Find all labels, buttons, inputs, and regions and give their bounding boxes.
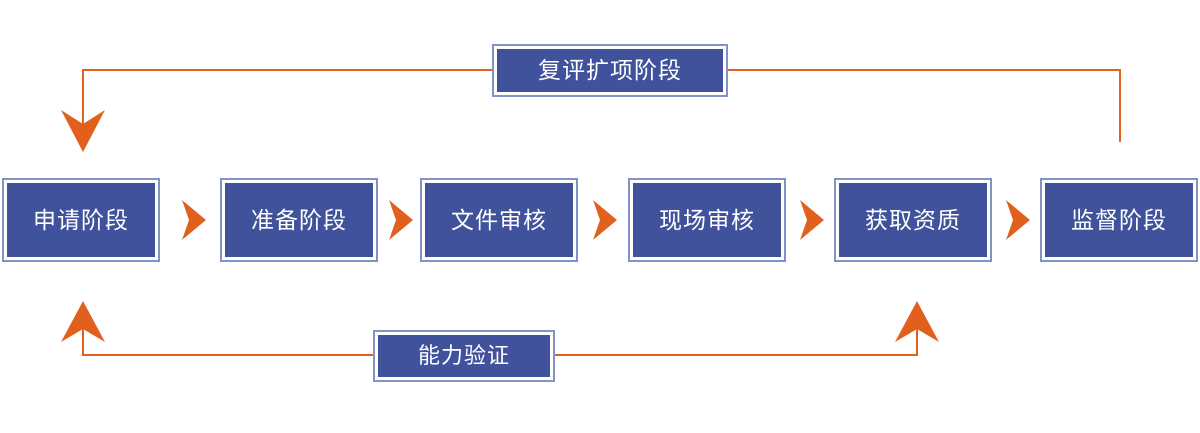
- node-apply-body: 申请阶段: [7, 183, 155, 257]
- chevron-right-icon-1: [182, 200, 206, 240]
- node-doc-review-label: 文件审核: [451, 206, 547, 233]
- node-site-audit[interactable]: 现场审核: [628, 178, 786, 262]
- chevron-right-icon-5: [1006, 200, 1030, 240]
- chevron-right-icon-3: [593, 200, 617, 240]
- node-doc-review-body: 文件审核: [425, 183, 573, 257]
- node-reassess-label: 复评扩项阶段: [538, 57, 682, 83]
- connector-line: [728, 69, 1121, 142]
- node-supervise-label: 监督阶段: [1071, 206, 1167, 233]
- connector-capability-to-qualify: [555, 301, 939, 356]
- node-supervise-body: 监督阶段: [1045, 183, 1193, 257]
- node-site-audit-label: 现场审核: [659, 206, 755, 233]
- chevron-right-icon-4: [800, 200, 824, 240]
- chevron-right-icon-2: [389, 200, 413, 240]
- node-apply[interactable]: 申请阶段: [2, 178, 160, 262]
- connector-supervise-to-reassess: [728, 69, 1121, 142]
- node-doc-review[interactable]: 文件审核: [420, 178, 578, 262]
- connector-capability-to-apply: [61, 301, 373, 356]
- node-qualify[interactable]: 获取资质: [834, 178, 992, 262]
- node-qualify-body: 获取资质: [839, 183, 987, 257]
- node-reassess[interactable]: 复评扩项阶段: [492, 44, 728, 97]
- arrowhead-down-icon: [61, 110, 105, 152]
- node-prepare-body: 准备阶段: [225, 183, 373, 257]
- node-prepare[interactable]: 准备阶段: [220, 178, 378, 262]
- node-prepare-label: 准备阶段: [251, 206, 347, 233]
- node-site-audit-body: 现场审核: [633, 183, 781, 257]
- node-capability-body: 能力验证: [378, 335, 550, 377]
- connector-line: [82, 69, 492, 136]
- node-qualify-label: 获取资质: [865, 206, 961, 233]
- connector-reassess-to-apply: [61, 69, 492, 152]
- node-capability[interactable]: 能力验证: [373, 330, 555, 382]
- node-reassess-body: 复评扩项阶段: [497, 49, 723, 92]
- node-apply-label: 申请阶段: [33, 206, 129, 233]
- connector-line: [82, 316, 373, 356]
- arrowhead-up-icon: [895, 301, 939, 342]
- arrowhead-up-icon: [61, 301, 105, 342]
- node-capability-label: 能力验证: [417, 343, 510, 368]
- node-supervise[interactable]: 监督阶段: [1040, 178, 1198, 262]
- connector-line: [555, 316, 918, 356]
